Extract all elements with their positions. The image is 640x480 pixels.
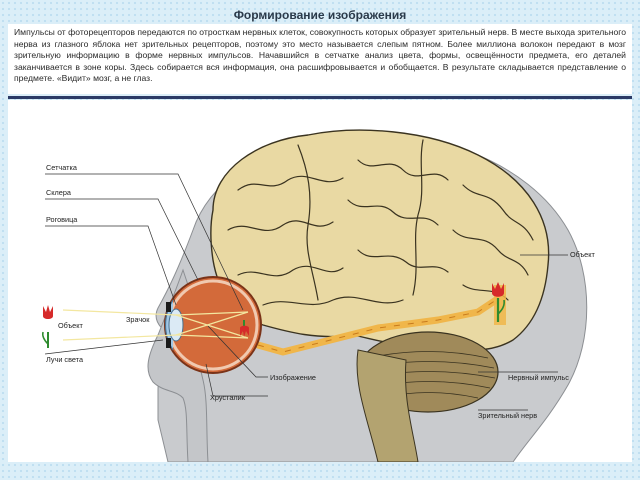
tulip-left-icon [42,305,53,348]
label-pupil: Зрачок [126,315,150,324]
label-optic-nerve: Зрительный нерв [478,411,537,420]
anatomy-diagram: Сетчатка Склера Роговица Зрачок Объект Л… [42,129,596,462]
tulip-image-icon [240,320,249,337]
optic-nerve-core [257,299,497,353]
header-divider [8,96,632,99]
label-object-left: Объект [58,321,84,330]
eyeball [164,276,262,374]
tulip-right-icon [492,282,505,322]
label-lens: Хрусталик [210,393,246,402]
label-retina: Сетчатка [46,163,78,172]
light-rays [62,309,249,341]
label-sclera: Склера [46,188,72,197]
label-image: Изображение [270,373,316,382]
leader-lines [44,173,568,411]
brain-folds [227,139,534,306]
description-text: Импульсы от фоторецепторов передаются по… [14,27,626,84]
page-title: Формирование изображения [233,8,407,22]
diagram-panel: Сетчатка Склера Роговица Зрачок Объект Л… [8,100,632,462]
label-nerve-impulse: Нервный импульс [508,373,569,382]
description-box: Импульсы от фоторецепторов передаются по… [8,24,632,94]
brain-stem [356,349,419,462]
label-cornea: Роговица [46,215,78,224]
label-object-right: Объект [570,250,596,259]
label-light-rays: Лучи света [46,355,84,364]
